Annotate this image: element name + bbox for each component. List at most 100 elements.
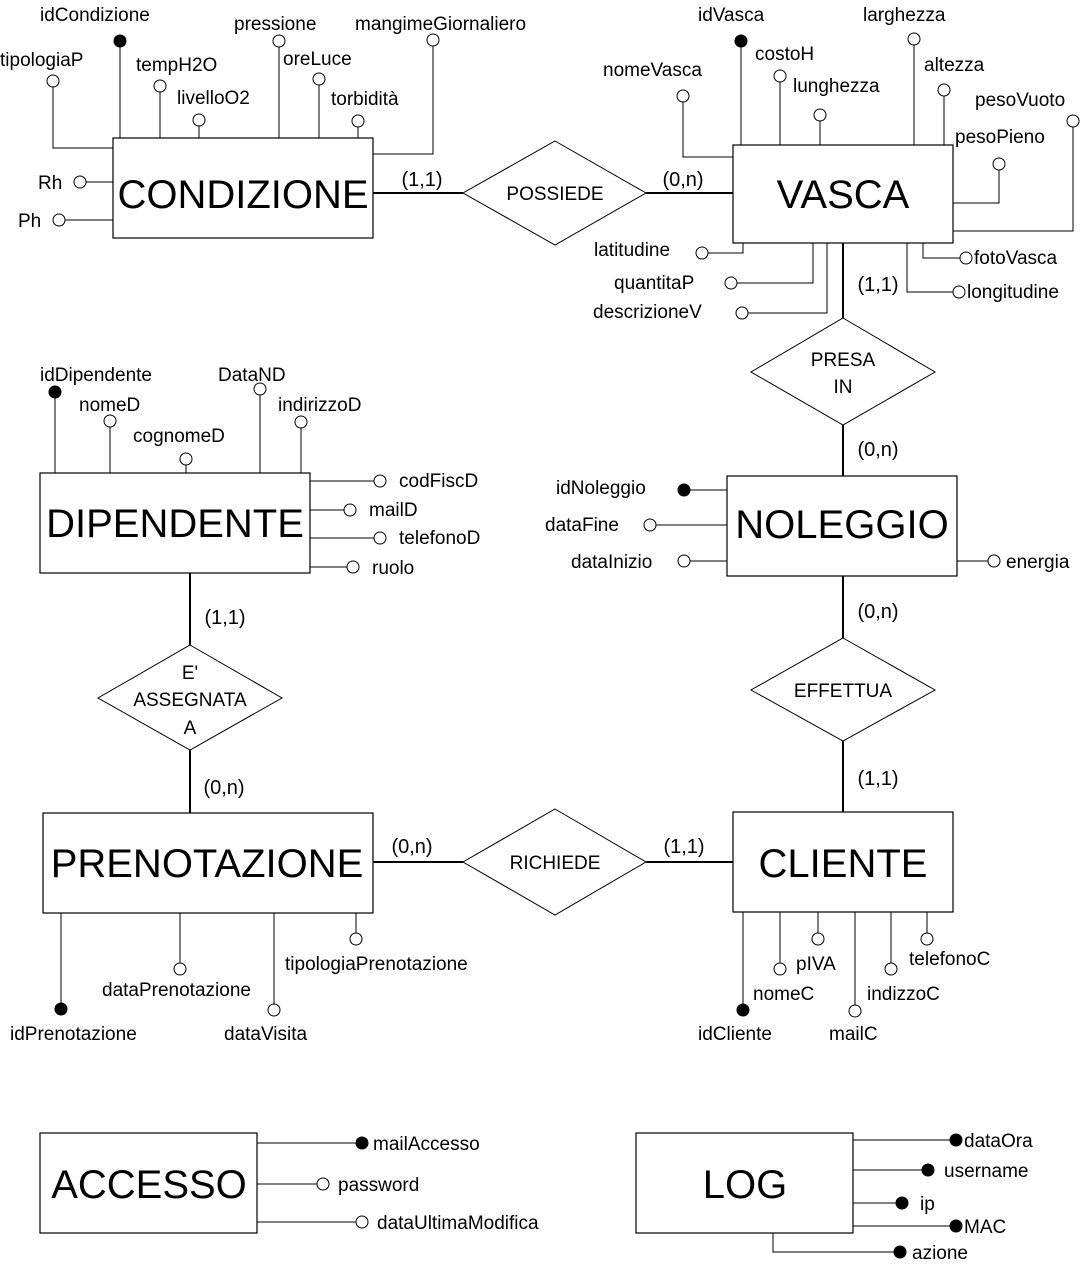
attr-username: username	[944, 1161, 1029, 1182]
relationship-richiede[interactable]: RICHIEDE	[461, 808, 647, 916]
entity-log[interactable]: LOG	[635, 1132, 854, 1234]
attr-line-fotoVasca	[922, 243, 960, 259]
attr-mailD: mailD	[369, 500, 418, 521]
attr-pesoPieno: pesoPieno	[955, 127, 1045, 148]
attr-circle-latitudine	[695, 246, 709, 260]
relationship-presa-in[interactable]: PRESA IN	[750, 317, 936, 426]
attr-circle-mailC	[848, 1004, 862, 1018]
attr-circle-telefonoD	[373, 531, 387, 545]
attr-line-longitudine	[906, 243, 953, 293]
entity-label: VASCA	[777, 173, 910, 217]
attr-circle-ph	[52, 213, 66, 227]
attr-pressione: pressione	[234, 14, 316, 35]
attr-idDipendente: idDipendente	[40, 365, 152, 386]
attr-circle-dataUltimaModifica	[355, 1215, 369, 1229]
attr-circle-dataPrenotazione	[173, 962, 187, 976]
relationship-label: ASSEGNATA	[133, 690, 247, 711]
attr-circle-larghezza	[907, 32, 921, 46]
attr-circle-tempH2O	[153, 79, 167, 93]
attr-circle-oreLuce	[312, 72, 326, 86]
cardinality-condizione-possiede: (1,1)	[401, 169, 442, 191]
relationship-label: A	[184, 718, 197, 739]
relationship-assegnata[interactable]: E' ASSEGNATA A	[96, 644, 284, 751]
attr-livelloO2: livelloO2	[177, 88, 250, 109]
attr-circle-rh	[73, 175, 87, 189]
entity-label: ACCESSO	[51, 1163, 247, 1207]
attr-circle-fotoVasca	[959, 251, 973, 265]
attr-line-azione	[772, 1233, 894, 1253]
attr-circle-altezza	[937, 83, 951, 97]
relationship-label: EFFETTUA	[794, 681, 892, 702]
attr-idCliente: idCliente	[698, 1024, 772, 1045]
attr-line-quantitaP	[737, 243, 814, 284]
attr-lunghezza: lunghezza	[793, 76, 880, 97]
attr-mailAccesso: mailAccesso	[373, 1134, 480, 1155]
attr-telefonoC: telefonoC	[909, 949, 990, 970]
attr-line-mangime	[373, 41, 434, 155]
attr-circle-quantitaP	[724, 276, 738, 290]
attr-circle-nomeD	[103, 414, 117, 428]
attr-energia: energia	[1006, 552, 1070, 573]
attr-fotoVasca: fotoVasca	[974, 248, 1058, 269]
attr-line-latitudine	[708, 243, 744, 254]
attr-circle-dataFine	[643, 518, 657, 532]
attr-dataOra: dataOra	[964, 1131, 1033, 1152]
attr-circle-costoH	[773, 69, 787, 83]
attr-codFiscD: codFiscD	[399, 471, 478, 492]
attr-nomeVasca: nomeVasca	[603, 60, 702, 81]
key-attr-mailAccesso	[355, 1136, 369, 1150]
relationship-effettua[interactable]: EFFETTUA	[749, 637, 937, 742]
entity-label: CLIENTE	[759, 842, 928, 886]
attr-costoH: costoH	[755, 44, 814, 65]
relationship-label: IN	[834, 377, 853, 398]
relationship-label: PRESA	[811, 350, 876, 371]
attr-idVasca: idVasca	[698, 5, 765, 26]
attr-tipologiaPrenotazione: tipologiaPrenotazione	[285, 954, 468, 975]
attr-nomeD: nomeD	[79, 395, 140, 416]
attr-line-pesoPieno	[953, 170, 1000, 204]
attr-torbidita: torbidità	[331, 89, 399, 110]
relationship-label: E'	[182, 663, 198, 684]
cardinality-noleggio-effettua: (0,n)	[857, 601, 898, 623]
attr-circle-tipologiaPrenotazione	[349, 932, 363, 946]
key-attr-idPrenotazione	[54, 1002, 68, 1016]
entity-label: NOLEGGIO	[735, 503, 948, 547]
cardinality-dipendente-assegnata: (1,1)	[204, 607, 245, 629]
entity-noleggio[interactable]: NOLEGGIO	[726, 475, 958, 577]
entity-vasca[interactable]: VASCA	[732, 144, 954, 244]
attr-dataUltimaModifica: dataUltimaModifica	[377, 1213, 539, 1234]
key-attr-ip	[895, 1196, 909, 1210]
cardinality-noleggio-presa-in: (0,n)	[857, 439, 898, 461]
attr-line-pesoVuoto	[953, 127, 1074, 232]
key-attr-azione	[893, 1245, 907, 1259]
attr-rh: Rh	[38, 173, 62, 194]
attr-password: password	[338, 1175, 419, 1196]
entity-cliente[interactable]: CLIENTE	[732, 811, 954, 913]
attr-dataInizio: dataInizio	[571, 552, 652, 573]
cardinality-vasca-possiede: (0,n)	[662, 169, 703, 191]
entity-condizione[interactable]: CONDIZIONE	[112, 137, 374, 239]
attr-larghezza: larghezza	[863, 5, 946, 26]
attr-circle-longitudine	[952, 285, 966, 299]
attr-circle-pIVA	[811, 932, 825, 946]
cardinality-prenotazione-richiede: (0,n)	[391, 836, 432, 858]
attr-line-descrizioneV	[748, 243, 828, 314]
entity-dipendente[interactable]: DIPENDENTE	[39, 472, 311, 574]
key-attr-idCliente	[736, 1003, 750, 1017]
attr-idCondizione: idCondizione	[40, 5, 150, 26]
key-attr-idCondizione	[113, 34, 127, 48]
attr-tipologiaP: tipologiaP	[0, 50, 83, 71]
relationship-possiede[interactable]: POSSIEDE	[461, 140, 648, 246]
attr-ip: ip	[920, 1194, 935, 1215]
entity-accesso[interactable]: ACCESSO	[39, 1132, 258, 1234]
attr-circle-nomeVasca	[676, 89, 690, 103]
entity-prenotazione[interactable]: PRENOTAZIONE	[42, 812, 374, 914]
entity-label: PRENOTAZIONE	[51, 842, 364, 886]
attr-circle-indizzoC	[884, 962, 898, 976]
attr-circle-tipologiaP	[46, 74, 60, 88]
key-attr-dataOra	[949, 1133, 963, 1147]
attr-circle-energia	[987, 554, 1001, 568]
attr-idNoleggio: idNoleggio	[556, 478, 646, 499]
attr-circle-nomeC	[773, 962, 787, 976]
